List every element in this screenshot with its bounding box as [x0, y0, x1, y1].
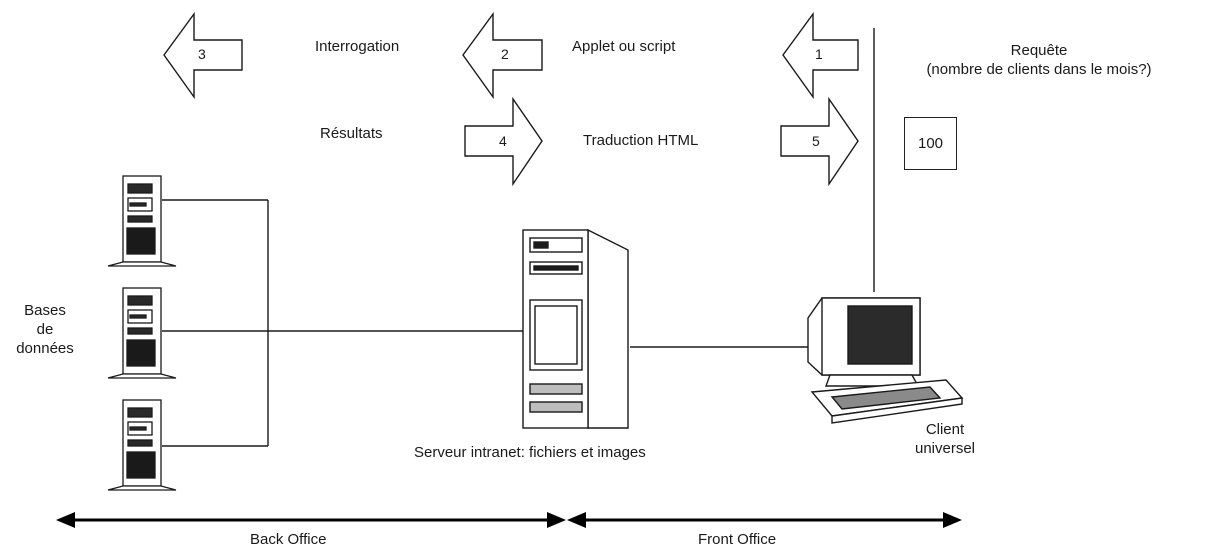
client-label-line1: Client — [925, 421, 965, 438]
step-4-number: 4 — [499, 133, 507, 149]
step-1-number: 1 — [815, 46, 823, 62]
arrow-step-1 — [782, 11, 859, 100]
database-server-icon — [107, 399, 177, 491]
applet-label: Applet ou script — [572, 38, 676, 55]
database-server-icon — [107, 175, 177, 267]
step-2-number: 2 — [501, 46, 509, 62]
arrow-step-4 — [464, 96, 543, 187]
arrow-step-5 — [780, 96, 859, 187]
intranet-server-icon — [522, 228, 629, 429]
front-office-span-arrow — [567, 512, 962, 528]
databases-label-line3: données — [16, 340, 74, 357]
result-value-box: 100 — [904, 117, 957, 170]
database-server-icon — [107, 287, 177, 379]
client-label: Client universel — [890, 420, 1000, 458]
resultats-label: Résultats — [320, 125, 383, 142]
arrow-step-2 — [462, 11, 543, 100]
front-office-label: Front Office — [698, 531, 777, 548]
result-value: 100 — [917, 135, 944, 152]
client-computer-icon — [807, 297, 964, 424]
client-label-line2: universel — [914, 440, 976, 457]
step-3-number: 3 — [198, 46, 206, 62]
request-question: (nombre de clients dans le mois?) — [926, 61, 1152, 78]
request-label: Requête (nombre de clients dans le mois?… — [872, 41, 1206, 79]
back-office-span-arrow — [56, 512, 566, 528]
request-title: Requête — [1010, 42, 1068, 59]
step-5-number: 5 — [812, 133, 820, 149]
arrow-step-3 — [163, 11, 243, 100]
databases-label-line2: de — [36, 321, 54, 338]
back-office-label: Back Office — [250, 531, 327, 548]
interrogation-label: Interrogation — [315, 38, 400, 55]
traduction-label: Traduction HTML — [583, 132, 699, 149]
databases-label-line1: Bases — [24, 302, 66, 319]
databases-label: Bases de données — [0, 301, 90, 358]
server-label: Serveur intranet: fichiers et images — [414, 444, 646, 461]
